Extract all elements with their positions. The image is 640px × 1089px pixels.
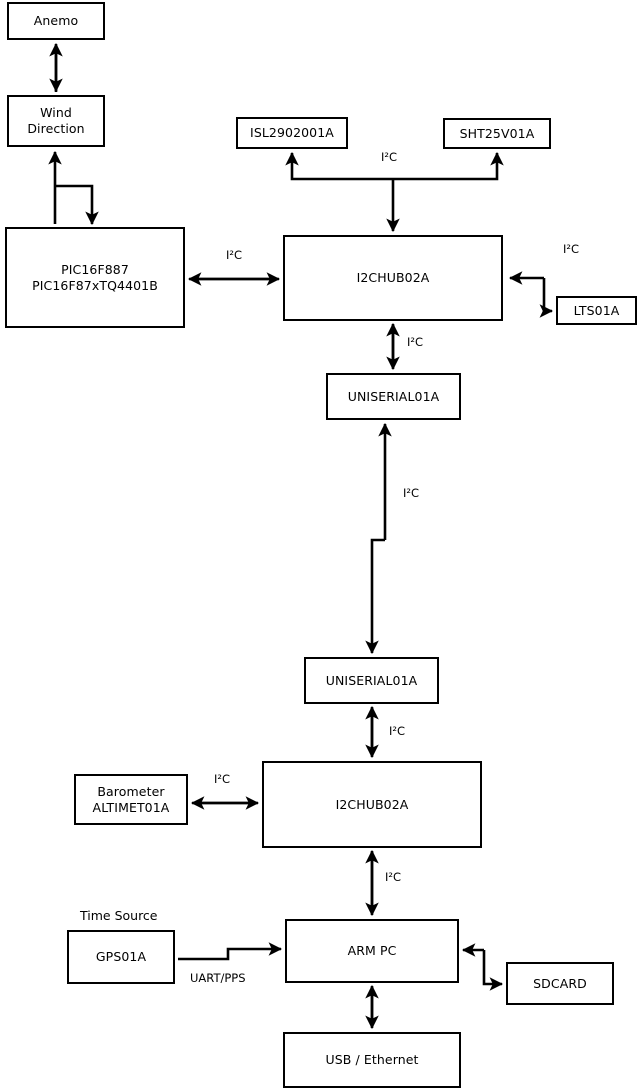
edge-armpc-sdcard-right (482, 950, 504, 991)
node-gps01a[interactable]: GPS01A (67, 930, 175, 984)
edge-label-uart-pps: UART/PPS (190, 971, 246, 985)
edge-bus-isl (285, 151, 393, 181)
edge-label-i2c-hub-uniserial: I²C (407, 335, 424, 349)
edge-label-i2c-lts: I²C (563, 242, 580, 256)
node-label: UNISERIAL01A (325, 672, 418, 688)
node-label: Barometer ALTIMET01A (92, 783, 170, 815)
node-label: PIC16F887 PIC16F87xTQ4401B (32, 261, 158, 293)
edge-label-i2c-barometer: I²C (214, 772, 231, 786)
node-usb-ethernet[interactable]: USB / Ethernet (283, 1032, 461, 1088)
node-label: SHT25V01A (459, 125, 535, 141)
edge-uniserial-link-down (365, 538, 385, 655)
edge-label-i2c-uniserial-hub2: I²C (389, 724, 406, 738)
node-uniserial01a-bottom[interactable]: UNISERIAL01A (304, 657, 439, 704)
node-label: UNISERIAL01A (347, 388, 440, 404)
node-label: Wind Direction (27, 105, 85, 136)
node-label: I2CHUB02A (356, 270, 430, 286)
edge-label-i2c-long-link: I²C (403, 486, 420, 500)
node-arm-pc[interactable]: ARM PC (285, 919, 459, 983)
node-label: ARM PC (347, 943, 397, 959)
edge-gps-armpc (178, 942, 283, 961)
edge-hub-lts-right (539, 278, 554, 318)
node-lts01a[interactable]: LTS01A (556, 296, 637, 325)
edge-label-i2c-pic-hub: I²C (226, 248, 243, 262)
node-uniserial01a-top[interactable]: UNISERIAL01A (326, 373, 461, 420)
node-label: SDCARD (533, 975, 587, 991)
node-label: ISL2902001A (250, 125, 334, 141)
node-sdcard[interactable]: SDCARD (506, 962, 614, 1005)
node-label: LTS01A (573, 302, 620, 318)
edge-label-i2c-hub2-arm: I²C (385, 870, 402, 884)
node-barometer-altimet01a[interactable]: Barometer ALTIMET01A (74, 774, 188, 825)
node-i2chub02a-bottom[interactable]: I2CHUB02A (262, 761, 482, 848)
node-label: Anemo (33, 13, 79, 29)
label-time-source: Time Source (80, 908, 158, 923)
node-wind-direction[interactable]: Wind Direction (7, 95, 105, 147)
node-label: GPS01A (95, 949, 147, 965)
node-label: I2CHUB02A (335, 796, 409, 812)
node-pic-microcontroller[interactable]: PIC16F887 PIC16F87xTQ4401B (5, 227, 185, 328)
edge-label-i2c-sensors: I²C (381, 150, 398, 164)
node-sht25v01a[interactable]: SHT25V01A (443, 118, 551, 149)
node-anemo[interactable]: Anemo (7, 2, 105, 40)
node-isl2902001a[interactable]: ISL2902001A (236, 117, 348, 149)
edge-bus-sht (393, 151, 504, 181)
edge-wind-pic-down (55, 184, 99, 226)
node-label: USB / Ethernet (325, 1052, 419, 1068)
node-i2chub02a-top[interactable]: I2CHUB02A (283, 235, 503, 321)
